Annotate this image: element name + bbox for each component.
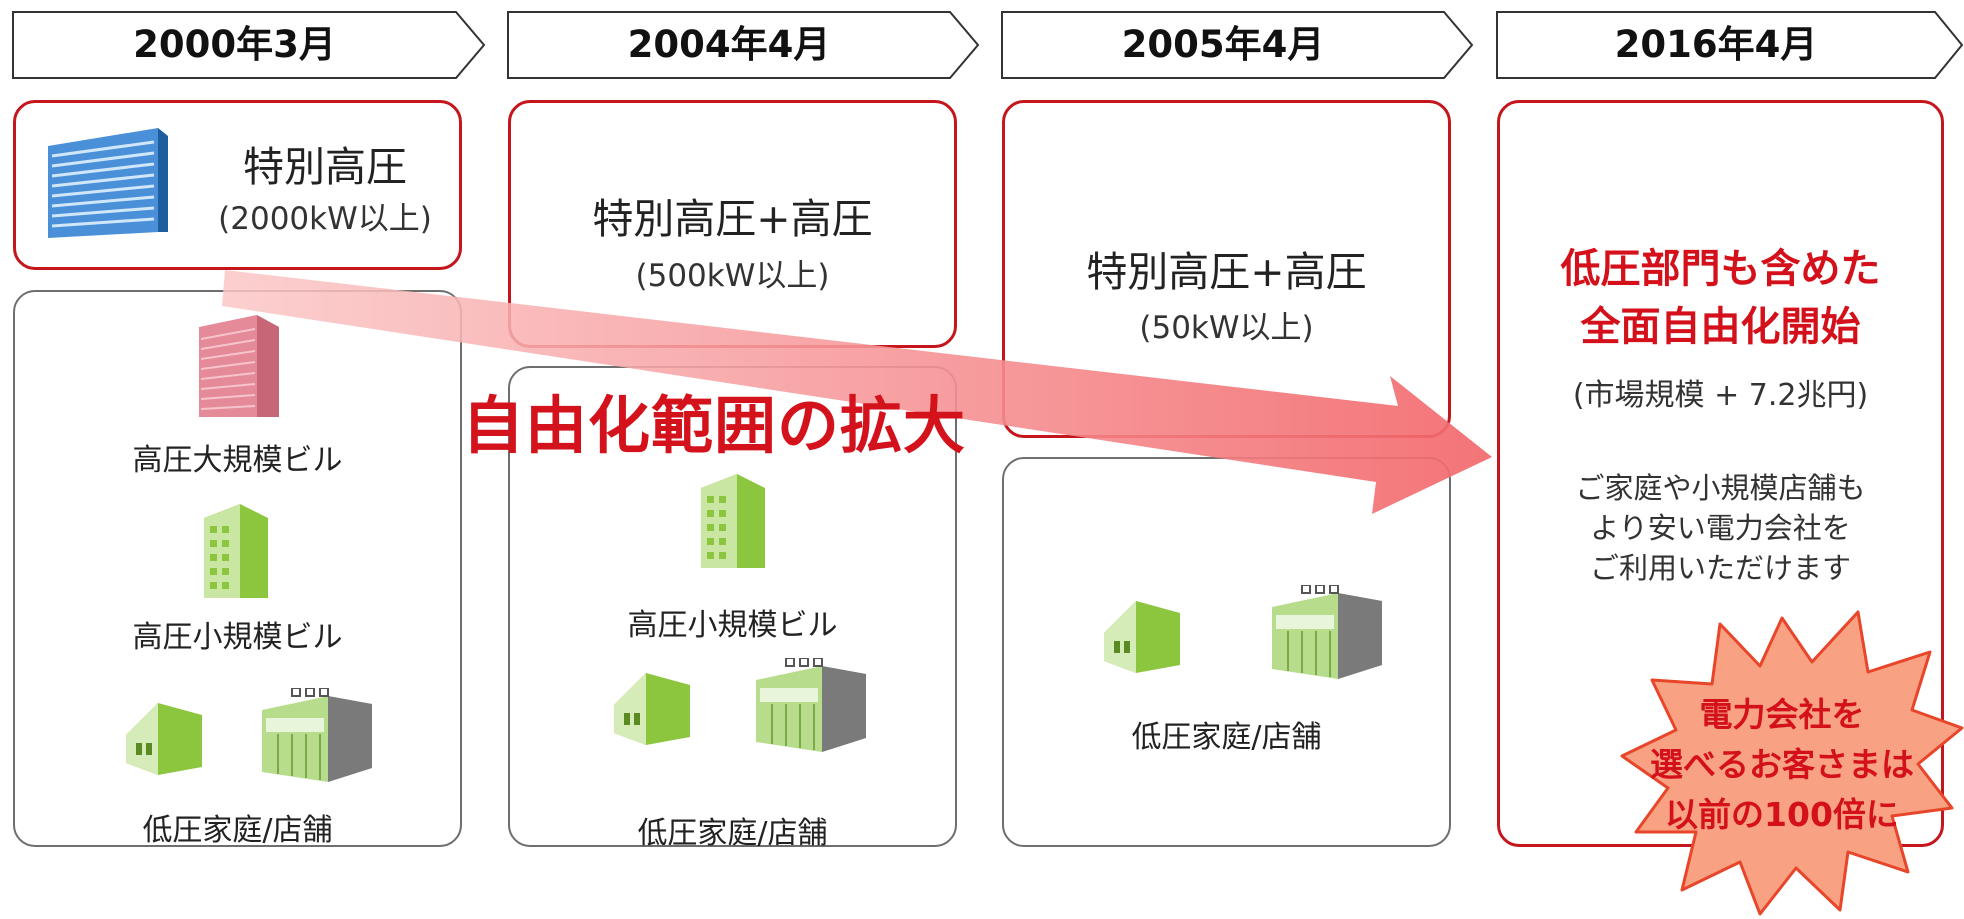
- burst-callout: [1620, 610, 1964, 916]
- date-label-2016: 2016年4月: [1614, 23, 1818, 66]
- headline-line-1: 低圧部門も含めた: [1560, 246, 1881, 292]
- house-icon: [1104, 601, 1180, 673]
- small-building-icon: [204, 504, 268, 598]
- scope-title-2005: 特別高圧+高圧: [1086, 248, 1367, 296]
- chevron-2000: [12, 11, 486, 79]
- label-home-shop-2000: 低圧家庭/店舗: [142, 813, 333, 848]
- house-icon: [126, 703, 202, 775]
- scope-subtitle-2004: (500kW以上): [635, 258, 830, 294]
- label-small-building-2004: 高圧小規模ビル: [627, 608, 838, 643]
- arrow-label: 自由化範囲の拡大: [462, 389, 967, 462]
- burst-line-1: 電力会社を: [1699, 695, 1865, 734]
- label-small-building-2000: 高圧小規模ビル: [132, 620, 343, 655]
- date-label-2000: 2000年3月: [133, 23, 336, 66]
- burst-shape: [1620, 610, 1964, 916]
- burst-line-2: 選べるお客さまは: [1650, 745, 1914, 784]
- small-building-icon: [701, 474, 765, 568]
- scope-title-2004: 特別高圧+高圧: [592, 195, 873, 243]
- chevron-2004: [507, 11, 980, 79]
- scope-title-2000: 特別高圧: [243, 143, 407, 191]
- label-home-shop-2004: 低圧家庭/店舗: [637, 816, 828, 851]
- message-line-1: ご家庭や小規模店舗も: [1575, 471, 1866, 505]
- chevron-2005: [1001, 11, 1474, 79]
- message-line-3: ご利用いただけます: [1589, 551, 1851, 585]
- headline-line-2: 全面自由化開始: [1580, 304, 1861, 350]
- date-label-2004: 2004年4月: [627, 23, 831, 66]
- message-line-2: より安い電力会社を: [1590, 511, 1851, 545]
- burst-line-3: 以前の100倍に: [1665, 795, 1899, 834]
- label-home-shop-2005: 低圧家庭/店舗: [1131, 720, 1322, 755]
- large-building-icon: [199, 315, 279, 417]
- chevron-2016: [1496, 11, 1964, 79]
- office-building-icon: [48, 128, 168, 238]
- timeline-chevrons: [12, 11, 1964, 79]
- scope-subtitle-2000: (2000kW以上): [218, 201, 432, 237]
- shop-icon: [262, 688, 372, 782]
- date-label-2005: 2005年4月: [1121, 23, 1325, 66]
- market-size: (市場規模 + 7.2兆円): [1572, 378, 1869, 413]
- scope-box-2004: [508, 100, 957, 348]
- unregulated-box-2004: [508, 366, 957, 847]
- house-icon: [614, 673, 690, 745]
- label-large-building: 高圧大規模ビル: [132, 443, 343, 478]
- shop-icon: [756, 658, 866, 752]
- shop-icon: [1272, 585, 1382, 679]
- scope-subtitle-2005: (50kW以上): [1139, 310, 1314, 346]
